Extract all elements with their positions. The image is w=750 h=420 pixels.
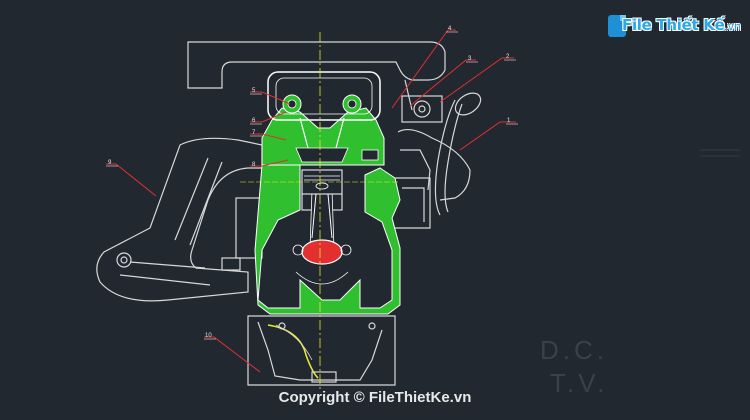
oil-pan <box>247 315 396 386</box>
copyright-notice: Copyright © FileThietKe.vn <box>278 389 472 406</box>
callout-10: 10 <box>205 333 212 339</box>
filethietke-logo[interactable]: File Thiết Kế.vn <box>608 13 741 41</box>
faint-watermark-line1: D.C. <box>540 335 608 365</box>
intake-airbox <box>187 41 446 111</box>
callout-4: 4 <box>448 26 452 32</box>
callout-6: 6 <box>252 118 256 124</box>
logo-text: File Thiết Kế.vn <box>622 16 741 34</box>
callout-1: 1 <box>507 118 511 124</box>
cylinder-head <box>261 71 385 166</box>
callout-8: 8 <box>252 162 256 168</box>
title-block-faint <box>700 149 740 157</box>
callout-3: 3 <box>468 56 472 62</box>
callout-2: 2 <box>506 54 510 60</box>
callout-9: 9 <box>108 160 112 166</box>
callout-underlines <box>106 31 518 340</box>
callout-7: 7 <box>252 130 256 136</box>
oil-dipstick-tube <box>395 92 482 229</box>
faint-watermark-line2: T.V. <box>550 368 609 398</box>
logo-file-icon <box>608 15 626 37</box>
mounting-bracket <box>96 137 263 302</box>
callout-leaders <box>106 29 516 373</box>
callout-5: 5 <box>252 88 256 94</box>
